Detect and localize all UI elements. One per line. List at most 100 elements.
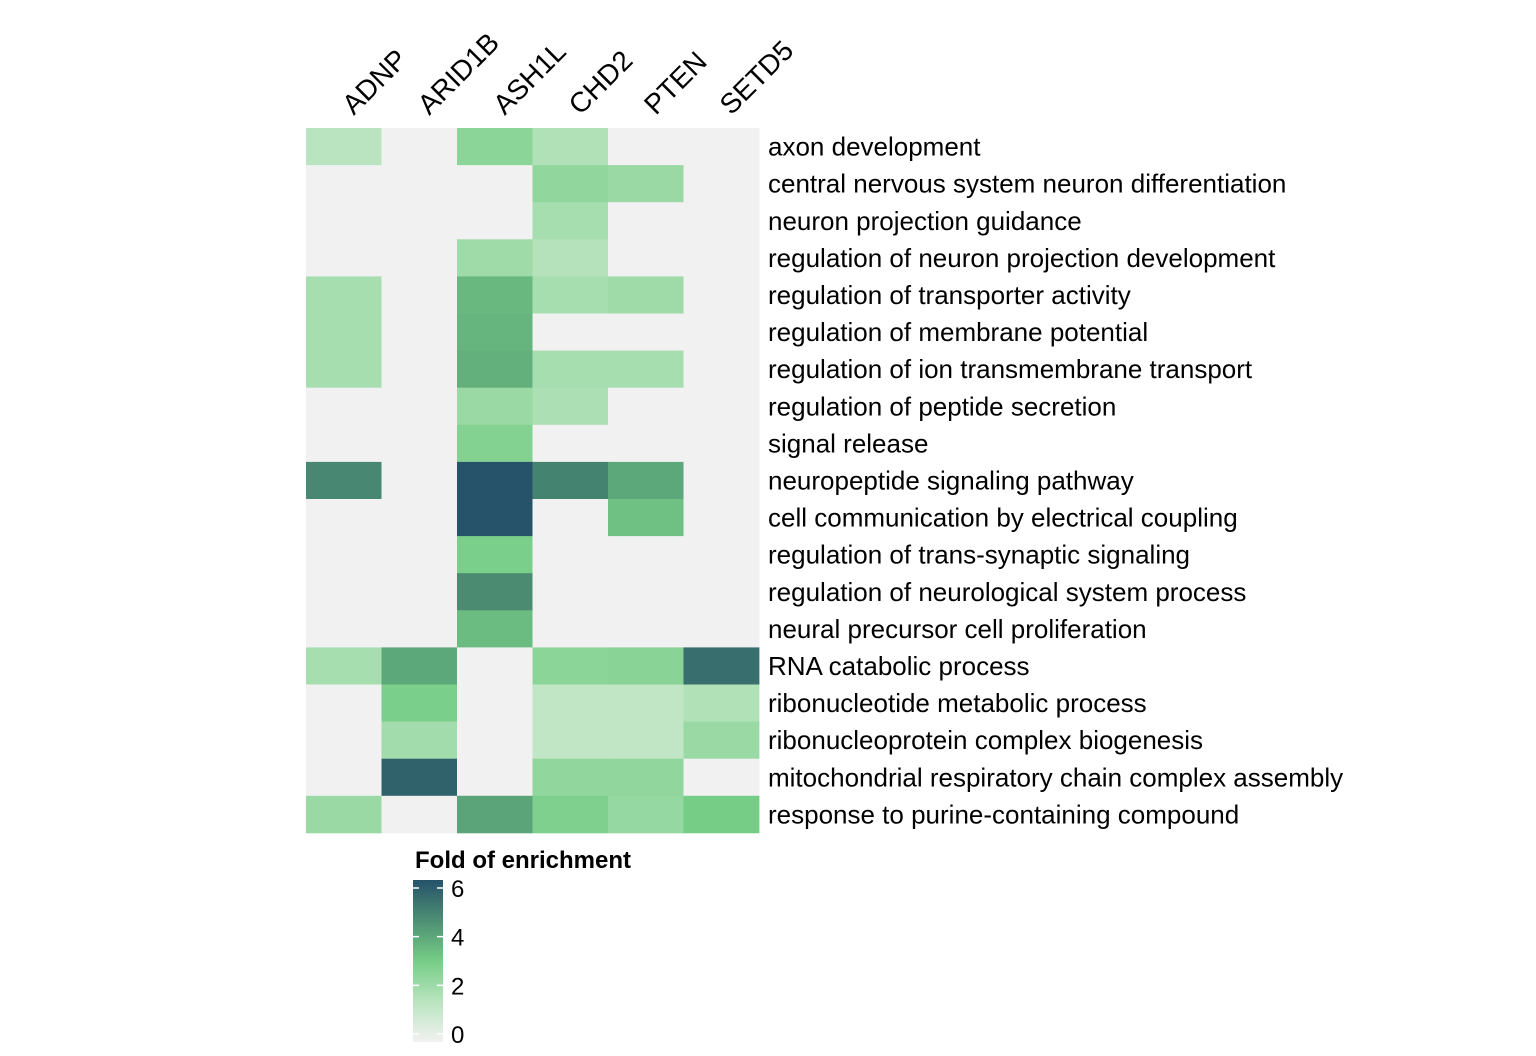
heatmap-cell	[683, 573, 760, 611]
row-label: neuropeptide signaling pathway	[768, 466, 1134, 496]
heatmap-cell	[532, 276, 609, 314]
heatmap-cell	[381, 461, 458, 500]
heatmap-cell	[532, 239, 609, 277]
heatmap-cell	[306, 721, 382, 760]
heatmap-cell	[683, 165, 760, 203]
heatmap-cell	[683, 276, 760, 314]
heatmap-cell	[532, 499, 609, 537]
row-label: response to purine-containing compound	[768, 799, 1239, 829]
heatmap-cell	[683, 610, 760, 648]
row-label: cell communication by electrical couplin…	[768, 503, 1238, 533]
heatmap-cell	[381, 424, 458, 463]
heatmap-cell	[683, 387, 760, 426]
row-label: regulation of neuron projection developm…	[768, 243, 1276, 273]
row-label: axon development	[768, 132, 981, 162]
heatmap-cell	[532, 610, 609, 648]
heatmap-cell	[457, 536, 533, 574]
heatmap-cell	[381, 202, 458, 240]
heatmap-cell	[306, 387, 382, 426]
heatmap-cell	[608, 573, 684, 611]
heatmap-cell	[457, 758, 533, 797]
heatmap-cell	[683, 758, 760, 797]
row-label: central nervous system neuron differenti…	[768, 169, 1286, 199]
heatmap-cell	[306, 684, 382, 722]
heatmap-cell	[306, 165, 382, 203]
heatmap-cell	[306, 239, 382, 277]
heatmap-cell	[381, 684, 458, 722]
row-label: RNA catabolic process	[768, 651, 1030, 681]
heatmap-cell	[306, 461, 382, 500]
heatmap-cell	[381, 795, 458, 834]
heatmap-cell	[608, 313, 684, 351]
heatmap-cell	[306, 128, 382, 166]
heatmap-cell	[532, 165, 609, 203]
heatmap-cell	[381, 387, 458, 426]
heatmap-cell	[608, 499, 684, 537]
heatmap-cell	[457, 239, 533, 277]
heatmap-cell	[457, 387, 533, 426]
legend-ticks: 0 2 4 6	[413, 876, 464, 1049]
heatmap-cell	[608, 795, 684, 834]
heatmap-cell	[608, 387, 684, 426]
row-label: neural precursor cell proliferation	[768, 614, 1147, 644]
heatmap-cell	[683, 684, 760, 722]
heatmap-cell	[381, 536, 458, 574]
heatmap-cell	[532, 202, 609, 240]
heatmap-cell	[608, 721, 684, 760]
heatmap-cell	[457, 128, 533, 166]
column-label: CHD2	[563, 44, 639, 120]
heatmap-cell	[532, 721, 609, 760]
heatmap-cell	[608, 684, 684, 722]
row-label: regulation of transporter activity	[768, 280, 1131, 310]
heatmap-cell	[683, 128, 760, 166]
legend-tick-label: 0	[451, 1022, 464, 1049]
heatmap-cell	[457, 165, 533, 203]
heatmap-cell	[306, 536, 382, 574]
legend-colorbar	[413, 880, 443, 1042]
heatmap-cell	[457, 424, 533, 463]
heatmap-cell	[532, 795, 609, 834]
heatmap-cell	[683, 461, 760, 500]
row-label: signal release	[768, 428, 928, 458]
column-label: ARID1B	[412, 27, 505, 120]
heatmap-cell	[532, 684, 609, 722]
heatmap-cell	[532, 573, 609, 611]
heatmap-cell	[381, 239, 458, 277]
row-label: regulation of peptide secretion	[768, 391, 1116, 421]
heatmap-cell	[306, 202, 382, 240]
heatmap-cell	[306, 350, 382, 389]
heatmap-cell	[608, 128, 684, 166]
heatmap-cell	[457, 795, 533, 834]
heatmap-cell	[381, 313, 458, 351]
heatmap-cell	[381, 276, 458, 314]
heatmap-cell	[457, 461, 533, 500]
heatmap-cell	[683, 647, 760, 685]
legend-tick-label: 6	[451, 876, 464, 903]
heatmap-cell	[381, 128, 458, 166]
heatmap-cell	[381, 499, 458, 537]
legend-tick-label: 2	[451, 973, 464, 1000]
legend-title: Fold of enrichment	[415, 847, 631, 874]
row-label: regulation of neurological system proces…	[768, 577, 1246, 607]
heatmap-cell	[608, 461, 684, 500]
heatmap-cell	[306, 313, 382, 351]
heatmap-cell	[457, 721, 533, 760]
heatmap-cell	[683, 350, 760, 389]
heatmap-cell	[608, 610, 684, 648]
heatmap-cell	[306, 647, 382, 685]
heatmap-cell	[608, 647, 684, 685]
heatmap-cell	[683, 424, 760, 463]
heatmap-cell	[457, 499, 533, 537]
heatmap-cell	[532, 758, 609, 797]
heatmap-cell	[381, 165, 458, 203]
column-label: PTEN	[638, 46, 713, 121]
heatmap-cell	[532, 647, 609, 685]
heatmap-cell	[457, 313, 533, 351]
heatmap-cell	[608, 202, 684, 240]
legend-tick-label: 4	[451, 925, 464, 952]
heatmap-cell	[532, 536, 609, 574]
row-label: ribonucleotide metabolic process	[768, 688, 1147, 718]
heatmap-cell	[683, 202, 760, 240]
